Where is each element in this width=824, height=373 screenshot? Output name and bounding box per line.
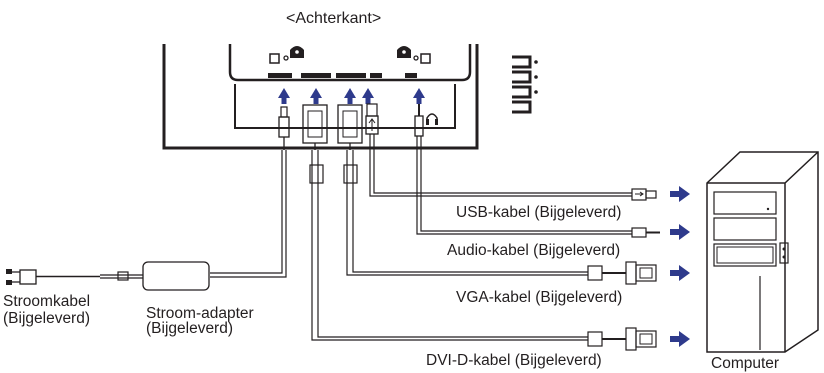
audio-plug-monitor bbox=[414, 104, 424, 137]
usb-cable-label: USB-kabel (Bijgeleverd) bbox=[456, 204, 622, 221]
dvi-connector-pc bbox=[587, 327, 657, 351]
pc-arrows bbox=[670, 186, 690, 347]
vga-connector-monitor bbox=[337, 104, 363, 150]
wall-plug-icon bbox=[6, 269, 37, 285]
computer-tower bbox=[706, 151, 819, 353]
power-adapter bbox=[36, 261, 210, 291]
vga-cable-label: VGA-kabel (Bijgeleverd) bbox=[456, 289, 623, 306]
power-cable-label-2: (Bijgeleverd) bbox=[3, 310, 91, 327]
audio-cable-label: Audio-kabel (Bijgeleverd) bbox=[447, 242, 621, 259]
port-arrows bbox=[278, 88, 425, 104]
usb-connector-pc bbox=[631, 188, 657, 201]
monitor-back bbox=[162, 44, 538, 150]
usb-connector-monitor bbox=[365, 103, 379, 135]
side-control-buttons bbox=[512, 55, 538, 114]
dvi-connector-monitor bbox=[302, 104, 328, 150]
title-achterkant: <Achterkant> bbox=[286, 10, 382, 27]
adapter-label-2: (Bijgeleverd) bbox=[146, 320, 234, 337]
cables bbox=[210, 134, 632, 341]
adapter-label-1: Stroom-adapter bbox=[146, 305, 254, 322]
headphone-icon bbox=[426, 113, 438, 125]
dvi-cable-label: DVI-D-kabel (Bijgeleverd) bbox=[426, 352, 602, 369]
power-cable-label-1: Stroomkabel bbox=[3, 293, 91, 310]
power-plug-monitor bbox=[278, 106, 290, 150]
vesa-screw-right bbox=[397, 46, 431, 64]
audio-plug-pc bbox=[631, 227, 660, 238]
vga-connector-pc bbox=[587, 261, 657, 285]
computer-label: Computer bbox=[711, 355, 780, 372]
vesa-screw-left bbox=[269, 46, 304, 64]
